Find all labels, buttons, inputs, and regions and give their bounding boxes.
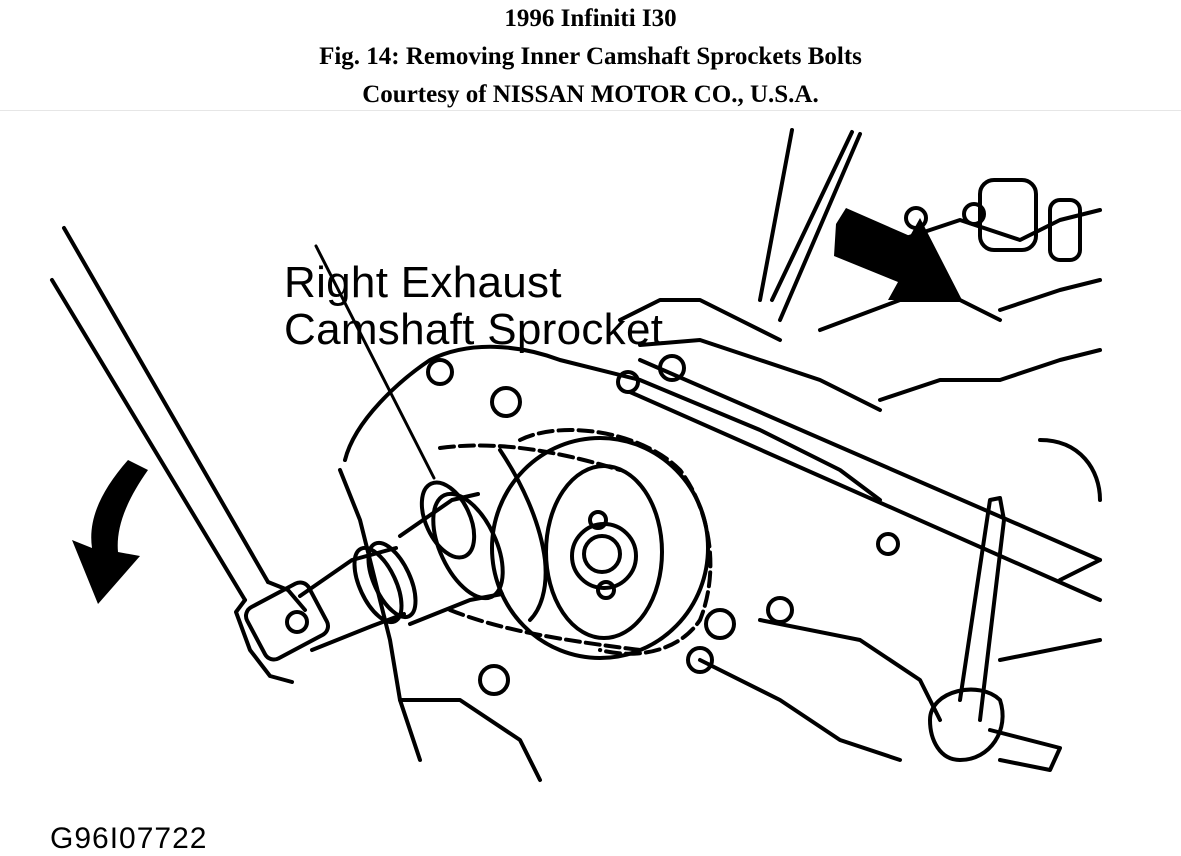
sprocket-callout-label: Right Exhaust Camshaft Sprocket [284, 259, 663, 353]
courtesy-line: Courtesy of NISSAN MOTOR CO., U.S.A. [362, 81, 819, 108]
camshaft-illustration: Right Exhaust Camshaft Sprocket [0, 111, 1181, 848]
engine-housing [338, 298, 900, 782]
vehicle-title: 1996 Infiniti I30 [504, 5, 677, 32]
socket-extension [244, 480, 505, 662]
callout-leader-line [314, 244, 436, 480]
callout-line-2: Camshaft Sprocket [284, 305, 664, 354]
direction-arrow-icon [834, 208, 962, 300]
figure-title: Fig. 14: Removing Inner Camshaft Sprocke… [319, 43, 862, 70]
rotation-arrow-icon [72, 460, 148, 604]
valve-train [628, 128, 1102, 772]
camshaft-sprocket-assembly [438, 428, 713, 660]
callout-line-1: Right Exhaust [284, 258, 562, 307]
engine-drawing [50, 128, 1102, 782]
breaker-bar [50, 226, 307, 684]
document-header: 1996 Infiniti I30 Fig. 14: Removing Inne… [0, 0, 1181, 111]
figure-code: G96I07722 [50, 822, 208, 855]
